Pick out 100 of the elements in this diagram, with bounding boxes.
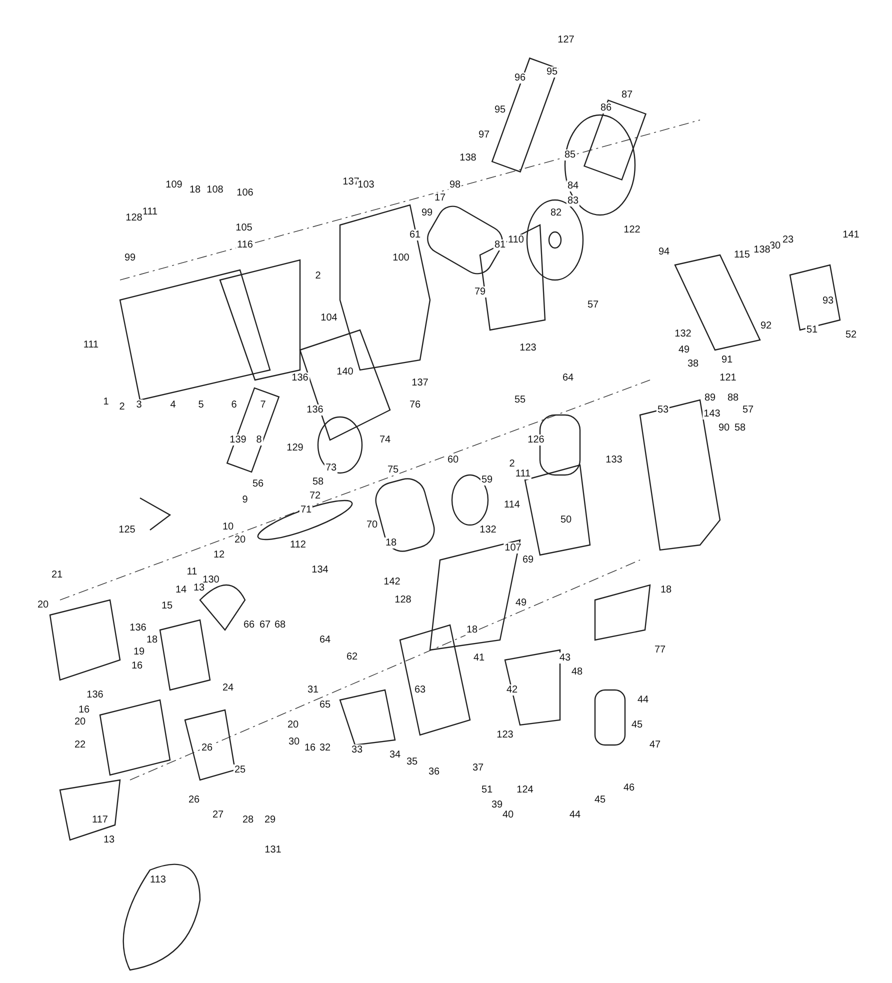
callout-number: 111 xyxy=(141,206,159,218)
callout-number: 16 xyxy=(130,660,144,672)
callout-number: 17 xyxy=(433,192,447,204)
callout-number: 5 xyxy=(197,400,205,410)
callout-number: 6 xyxy=(230,400,238,410)
callout-number: 131 xyxy=(264,844,282,856)
callout-number: 128 xyxy=(124,212,144,224)
callout-number: 18 xyxy=(145,634,159,646)
callout-number: 51 xyxy=(480,784,494,796)
callout-number: 10 xyxy=(221,522,235,532)
callout-number: 95 xyxy=(545,66,559,78)
callout-number: 116 xyxy=(236,240,254,250)
callout-number: 51 xyxy=(805,324,819,336)
callout-number: 123 xyxy=(496,730,514,740)
callout-number: 104 xyxy=(320,312,338,324)
callout-number: 20 xyxy=(36,600,50,610)
callout-number: 76 xyxy=(408,400,422,410)
callout-number: 20 xyxy=(73,716,87,728)
callout-number: 86 xyxy=(599,102,613,114)
callout-number: 57 xyxy=(741,404,755,416)
callout-number: 44 xyxy=(568,810,582,820)
callout-number: 94 xyxy=(657,246,671,258)
callout-number: 37 xyxy=(471,762,485,774)
callout-number: 59 xyxy=(480,474,494,486)
callout-number: 18 xyxy=(188,184,202,196)
callout-number: 52 xyxy=(844,330,858,340)
callout-number: 100 xyxy=(392,252,410,264)
callout-number: 132 xyxy=(478,524,498,536)
callout-number: 31 xyxy=(306,684,320,696)
callout-number: 32 xyxy=(318,742,332,754)
callout-number: 93 xyxy=(821,296,835,306)
callout-number: 72 xyxy=(308,490,322,502)
callout-number: 26 xyxy=(187,794,201,806)
callout-number: 68 xyxy=(273,620,287,630)
callout-number: 75 xyxy=(386,464,400,476)
callout-number: 7 xyxy=(259,400,267,410)
callout-number: 28 xyxy=(241,814,255,826)
callout-number: 40 xyxy=(501,810,515,820)
callout-number: 111 xyxy=(514,468,532,480)
callout-number: 23 xyxy=(781,234,795,246)
callout-number: 107 xyxy=(504,542,522,554)
callout-number: 38 xyxy=(686,358,700,370)
callout-number: 61 xyxy=(408,230,422,240)
callout-number: 136 xyxy=(128,622,148,634)
callout-number: 137 xyxy=(410,378,430,388)
callout-number: 79 xyxy=(473,286,487,298)
callout-number: 1 xyxy=(102,396,110,408)
callout-number: 8 xyxy=(255,434,263,446)
callout-number: 67 xyxy=(258,620,272,630)
callout-number: 99 xyxy=(420,208,434,218)
callout-number: 58 xyxy=(311,476,325,488)
callout-number: 20 xyxy=(233,534,247,546)
callout-number: 64 xyxy=(561,372,575,384)
callout-number: 113 xyxy=(149,874,167,886)
callout-number: 143 xyxy=(702,408,722,420)
callout-number: 129 xyxy=(286,442,304,454)
callout-number: 125 xyxy=(118,524,136,536)
callout-number: 141 xyxy=(842,230,860,240)
callout-number: 49 xyxy=(677,344,691,356)
callout-number: 53 xyxy=(656,404,670,416)
callout-number: 89 xyxy=(703,392,717,404)
callout-number: 111 xyxy=(82,340,100,350)
callout-number: 45 xyxy=(630,720,644,730)
callout-number: 138 xyxy=(458,152,478,164)
callout-number: 85 xyxy=(563,150,577,160)
callout-number: 36 xyxy=(427,766,441,778)
callout-number: 3 xyxy=(135,400,143,410)
callout-number: 84 xyxy=(566,180,580,192)
callout-number: 58 xyxy=(733,422,747,434)
callout-number: 66 xyxy=(242,620,256,630)
callout-number: 41 xyxy=(472,652,486,664)
callout-number: 24 xyxy=(221,682,235,694)
callout-number: 121 xyxy=(718,372,738,384)
callout-number: 109 xyxy=(164,180,184,190)
callout-number: 27 xyxy=(211,810,225,820)
callout-number: 34 xyxy=(388,750,402,760)
callout-number: 142 xyxy=(382,576,402,588)
callout-number: 127 xyxy=(556,34,576,46)
callout-number: 22 xyxy=(73,740,87,750)
callout-number: 9 xyxy=(241,494,249,506)
callout-number: 115 xyxy=(733,250,751,260)
callout-number: 96 xyxy=(513,72,527,84)
callout-number: 55 xyxy=(513,394,527,406)
callout-number: 81 xyxy=(493,240,507,250)
callout-number: 26 xyxy=(200,742,214,754)
callout-number: 70 xyxy=(365,520,379,530)
callout-number: 87 xyxy=(620,90,634,100)
callout-number: 18 xyxy=(659,584,673,596)
callout-number: 62 xyxy=(345,652,359,662)
callout-number: 47 xyxy=(648,740,662,750)
callout-number: 82 xyxy=(549,208,563,218)
callout-number: 91 xyxy=(720,354,734,366)
callout-number: 88 xyxy=(726,392,740,404)
callout-number: 16 xyxy=(303,742,317,754)
callout-number: 30 xyxy=(287,736,301,748)
callout-number: 126 xyxy=(526,434,546,446)
callout-number: 136 xyxy=(86,690,104,700)
callout-number: 45 xyxy=(593,794,607,806)
callout-number: 56 xyxy=(251,478,265,490)
callout-number: 132 xyxy=(674,328,692,340)
